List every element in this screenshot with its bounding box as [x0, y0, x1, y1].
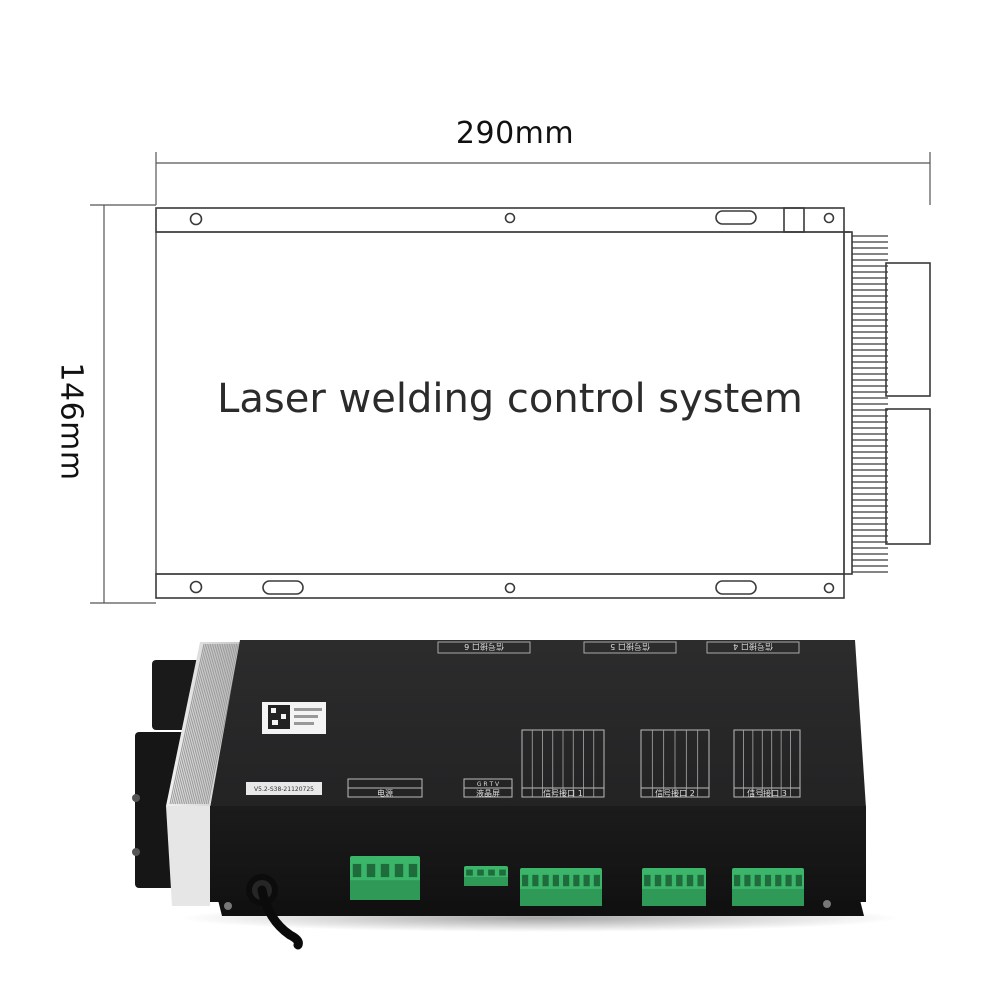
- heatsink-fins-drawing: [852, 235, 888, 573]
- unit-outline-drawing: [155, 207, 931, 599]
- width-dimension-line: [155, 152, 931, 205]
- height-dimension-line: [90, 204, 156, 604]
- width-dimension-label: 290mm: [455, 116, 575, 151]
- product-title: Laser welding control system: [217, 376, 803, 422]
- height-dimension-label: 146mm: [53, 362, 89, 481]
